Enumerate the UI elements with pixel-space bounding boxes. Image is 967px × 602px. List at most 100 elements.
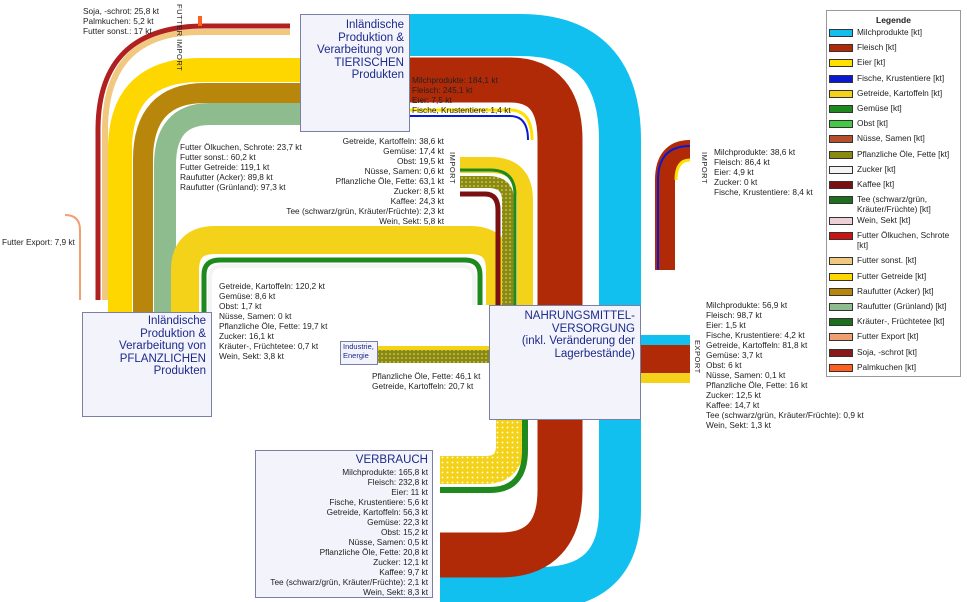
flow-plant-veg xyxy=(201,257,483,312)
label-line: Zucker: 16,1 kt xyxy=(219,331,274,341)
legend-swatch xyxy=(829,29,853,37)
flow-cons-veg xyxy=(440,420,528,493)
legend-label: Palmkuchen [kt] xyxy=(857,361,917,372)
label-line: Futter sonst.: 60,2 kt xyxy=(180,152,256,162)
label-line: Pflanzliche Öle, Fette: 46,1 kt xyxy=(372,371,481,381)
legend-swatch xyxy=(829,165,853,174)
verbrauch-item: Obst: 15,2 kt xyxy=(380,526,428,537)
legend-swatch xyxy=(829,348,853,357)
label-export-tag: EXPORT xyxy=(693,340,702,374)
flow-import-animal-meat xyxy=(655,140,691,270)
label-line: Fische, Krustentiere: 8,4 kt xyxy=(714,187,813,197)
verbrauch-item: Milchprodukte: 165,8 kt xyxy=(342,466,428,477)
label-futter-import-tag: FUTTER IMPORT xyxy=(175,4,184,72)
legend-item: Eier [kt] xyxy=(829,57,960,68)
label-line: Wein, Sekt: 1,3 kt xyxy=(706,420,771,430)
legend-swatch xyxy=(829,104,853,113)
flow-eggs xyxy=(410,108,534,141)
verbrauch-item: Nüsse, Samen: 0,5 kt xyxy=(348,536,428,547)
verbrauch-item: Eier: 11 kt xyxy=(391,486,428,497)
verbrauch-item: Wein, Sekt: 8,3 kt xyxy=(363,586,428,597)
legend-item: Zucker [kt] xyxy=(829,164,960,174)
label-line: Pflanzliche Öle, Fette: 19,7 kt xyxy=(219,321,328,331)
label-line: Gemüse: 17,4 kt xyxy=(383,146,444,156)
label-line: Eier: 4,9 kt xyxy=(714,167,754,177)
label-import-animal: Milchprodukte: 38,6 kt Fleisch: 86,4 kt … xyxy=(714,147,813,197)
node-verbrauch-title: VERBRAUCH xyxy=(355,454,428,466)
label-import-animal-tag: IMPORT xyxy=(700,152,709,185)
legend-label: Futter sonst. [kt] xyxy=(857,255,917,266)
legend-swatch xyxy=(829,135,853,144)
flow-import-coffee xyxy=(460,191,501,305)
label-line: Pflanzliche Öle, Fette: 63,1 kt xyxy=(335,176,444,186)
legend-swatch xyxy=(829,150,853,159)
legend-swatch xyxy=(829,44,853,53)
label-line: Gemüse: 8,6 kt xyxy=(219,291,276,301)
legend-item: Tee (schwarz/grün, Kräuter/Früchte) [kt] xyxy=(829,194,960,214)
legend-item: Getreide, Kartoffeln [kt] xyxy=(829,88,960,98)
verbrauch-item: Fleisch: 232,8 kt xyxy=(367,476,428,487)
node-versorgung[interactable]: NAHRUNGSMITTEL- VERSORGUNG (inkl. Veränd… xyxy=(489,305,641,420)
label-line: Nüsse, Samen: 0 kt xyxy=(219,311,292,321)
legend-label: Futter Export [kt] xyxy=(857,331,919,342)
flow-import-animal-eggs xyxy=(674,158,691,181)
node-tierisch[interactable]: Inländische Produktion & Verarbeitung vo… xyxy=(300,14,410,132)
node-pflanzlich-line3: Verarbeitung von xyxy=(119,340,206,352)
node-industrie-line2: Energie xyxy=(343,350,369,360)
flow-import-animal-fish xyxy=(657,145,691,270)
label-line: Fleisch: 98,7 kt xyxy=(706,310,762,320)
label-line: Eier: 7,5 kt xyxy=(412,95,452,105)
label-line: Obst: 6 kt xyxy=(706,360,742,370)
label-line: Wein, Sekt: 3,8 kt xyxy=(219,351,284,361)
legend-swatch xyxy=(829,333,853,342)
legend-swatch xyxy=(829,257,853,266)
label-line: Pflanzliche Öle, Fette: 16 kt xyxy=(706,380,808,390)
label-tier-out: Milchprodukte: 184,1 kt Fleisch: 245,1 k… xyxy=(412,75,511,115)
flow-feed-sonst xyxy=(102,29,290,300)
node-versorgung-line1: NAHRUNGSMITTEL- xyxy=(524,310,635,322)
flow-milk xyxy=(410,14,641,602)
verbrauch-item: Getreide, Kartoffeln: 56,3 kt xyxy=(326,506,428,517)
label-line: Futter Ölkuchen, Schrote: 23,7 kt xyxy=(180,142,302,152)
flow-meat xyxy=(410,57,583,578)
label-futter-feed: Futter Ölkuchen, Schrote: 23,7 kt Futter… xyxy=(180,142,302,192)
verbrauch-item: Pflanzliche Öle, Fette: 20,8 kt xyxy=(319,546,428,557)
label-line: Raufutter (Acker): 89,8 kt xyxy=(180,172,273,182)
node-industrie[interactable]: Industrie, Energie xyxy=(340,341,378,365)
label-line: Fische, Krustentiere: 1,4 kt xyxy=(412,105,511,115)
label-line: Eier: 1,5 kt xyxy=(706,320,746,330)
legend-swatch xyxy=(829,59,853,68)
label-line: Getreide, Kartoffeln: 20,7 kt xyxy=(372,381,474,391)
label-line: Soja, -schrot: 25,8 kt xyxy=(83,6,160,16)
legend-label: Obst [kt] xyxy=(857,118,888,129)
verbrauch-item: Fische, Krustentiere: 5,6 kt xyxy=(329,496,428,507)
node-tierisch-line1: Inländische xyxy=(345,19,404,31)
legend-item: Wein, Sekt [kt] xyxy=(829,215,960,226)
node-verbrauch[interactable]: VERBRAUCH Milchprodukte: 165,8 kt Fleisc… xyxy=(255,450,433,598)
label-industry-flow: Pflanzliche Öle, Fette: 46,1 kt Getreide… xyxy=(372,371,480,391)
label-line: Futter Getreide: 119,1 kt xyxy=(180,162,270,172)
label-export: Milchprodukte: 56,9 kt Fleisch: 98,7 kt … xyxy=(706,300,864,430)
legend-item: Nüsse, Samen [kt] xyxy=(829,133,960,144)
legend-swatch xyxy=(829,217,853,226)
label-import-tag: IMPORT xyxy=(448,152,457,185)
node-pflanzlich[interactable]: Inländische Produktion & Verarbeitung vo… xyxy=(82,312,212,417)
label-line: Tee (schwarz/grün, Kräuter/Früchte): 2,3… xyxy=(286,206,444,216)
legend-label: Gemüse [kt] xyxy=(857,102,902,113)
flow-feed-rau-gruen xyxy=(154,103,300,312)
legend-label: Wein, Sekt [kt] xyxy=(857,215,911,226)
legend-label: Pflanzliche Öle, Fette [kt] xyxy=(857,148,950,159)
legend-label: Nüsse, Samen [kt] xyxy=(857,133,925,144)
legend-swatch xyxy=(829,303,853,311)
label-line: Nüsse, Samen: 0,6 kt xyxy=(364,166,444,176)
legend-label: Eier [kt] xyxy=(857,57,886,68)
legend-label: Kaffee [kt] xyxy=(857,178,895,189)
verbrauch-item: Gemüse: 22,3 kt xyxy=(367,516,428,527)
legend-label: Fische, Krustentiere [kt] xyxy=(857,72,945,83)
node-industrie-line1: Industrie, xyxy=(343,342,374,351)
node-pflanzlich-line5: Produkten xyxy=(153,365,206,377)
legend-label: Soja, -schrot [kt] xyxy=(857,346,917,357)
legend-title: Legende xyxy=(876,15,911,25)
legend-label: Raufutter (Grünland) [kt] xyxy=(857,301,947,311)
